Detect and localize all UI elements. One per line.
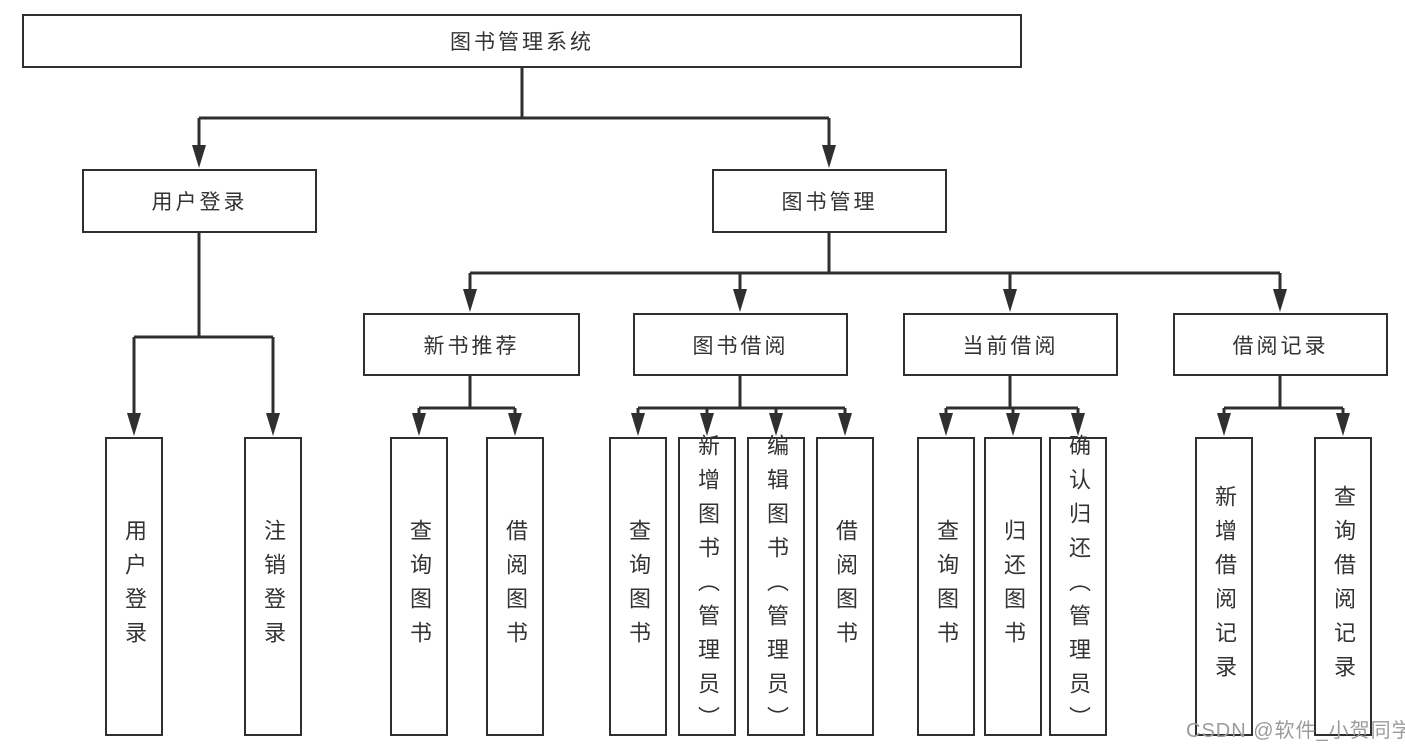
arrowhead xyxy=(412,413,426,436)
arrowhead xyxy=(822,145,836,168)
leaf-return-books: 归还图书 xyxy=(984,437,1042,736)
arrowhead xyxy=(631,413,645,436)
leaf-query-books-recommend: 查询图书 xyxy=(390,437,448,736)
leaf-query-borrow-record: 查询借阅记录 xyxy=(1314,437,1372,736)
leaf-label: 编辑图书（管理员） xyxy=(764,433,789,740)
leaf-label: 新增借阅记录 xyxy=(1212,484,1237,689)
node-root-library-system: 图书管理系统 xyxy=(22,14,1022,68)
arrowhead xyxy=(192,145,206,168)
leaf-edit-books-admin: 编辑图书（管理员） xyxy=(747,434,805,740)
arrowhead xyxy=(508,413,522,436)
leaf-query-books-borrow: 查询图书 xyxy=(609,437,667,736)
arrowhead xyxy=(1006,413,1020,436)
arrowhead xyxy=(1217,413,1231,436)
node-borrowing-records: 借阅记录 xyxy=(1173,313,1388,376)
leaf-logout: 注销登录 xyxy=(244,437,302,736)
arrowhead xyxy=(463,289,477,312)
leaf-label: 新增图书（管理员） xyxy=(695,433,720,740)
node-current-borrowing: 当前借阅 xyxy=(903,313,1118,376)
arrowhead xyxy=(127,413,141,436)
arrowhead xyxy=(939,413,953,436)
leaf-add-books-admin: 新增图书（管理员） xyxy=(678,434,736,740)
arrowhead xyxy=(733,289,747,312)
leaf-label: 查询借阅记录 xyxy=(1331,484,1356,689)
leaf-label: 借阅图书 xyxy=(503,518,528,655)
node-book-management: 图书管理 xyxy=(712,169,947,233)
node-user-login: 用户登录 xyxy=(82,169,317,233)
csdn-watermark: CSDN @软件_小贺同学 xyxy=(1186,720,1405,742)
arrowhead xyxy=(838,413,852,436)
leaf-label: 查询图书 xyxy=(407,518,432,655)
leaf-label: 借阅图书 xyxy=(833,518,858,655)
leaf-label: 确认归还（管理员） xyxy=(1066,433,1091,740)
leaf-label: 查询图书 xyxy=(934,518,959,655)
leaf-label: 查询图书 xyxy=(626,518,651,655)
leaf-confirm-return-admin: 确认归还（管理员） xyxy=(1049,434,1107,740)
arrowhead xyxy=(266,413,280,436)
node-new-book-recommendation: 新书推荐 xyxy=(363,313,580,376)
leaf-label: 归还图书 xyxy=(1001,518,1026,655)
leaf-borrow-books: 借阅图书 xyxy=(816,437,874,736)
leaf-query-books-current: 查询图书 xyxy=(917,437,975,736)
leaf-add-borrow-record: 新增借阅记录 xyxy=(1195,437,1253,736)
arrowhead xyxy=(1273,289,1287,312)
leaf-label: 注销登录 xyxy=(261,518,286,655)
leaf-user-login: 用户登录 xyxy=(105,437,163,736)
leaf-borrow-books-recommend: 借阅图书 xyxy=(486,437,544,736)
arrowhead xyxy=(1003,289,1017,312)
node-book-borrowing: 图书借阅 xyxy=(633,313,848,376)
arrowhead xyxy=(1336,413,1350,436)
leaf-label: 用户登录 xyxy=(122,518,147,655)
